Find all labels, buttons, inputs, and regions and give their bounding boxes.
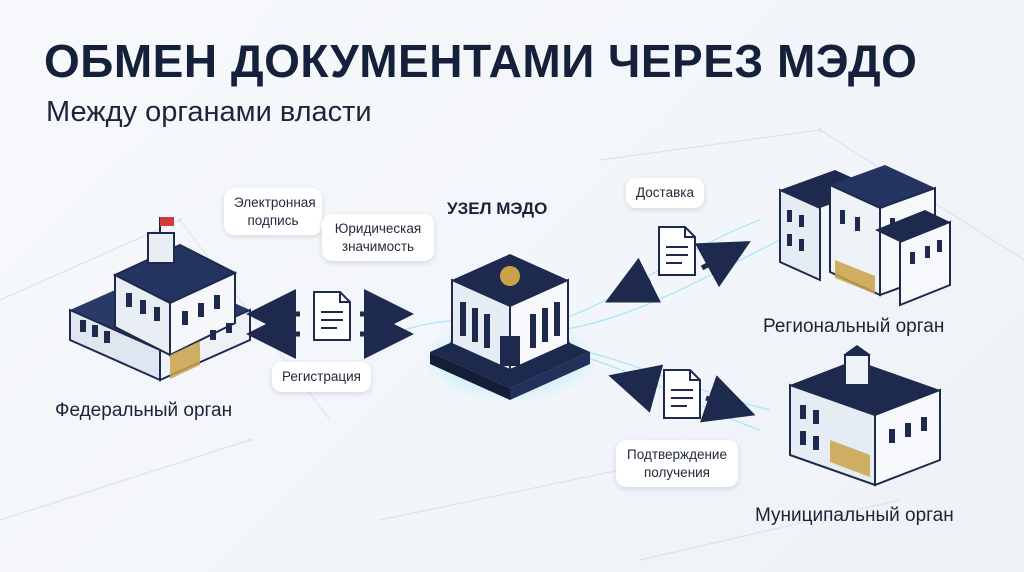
arrow-top-right-in xyxy=(605,257,661,303)
tag-legal-significance: Юридическая значимость xyxy=(322,214,434,262)
tag-registration: Регистрация xyxy=(272,362,371,392)
page-title: ОБМЕН ДОКУМЕНТАМИ ЧЕРЕЗ МЭДО xyxy=(44,35,918,87)
municipal-node-label: Муниципальный орган xyxy=(755,505,954,526)
center-node-label: УЗЕЛ МЭДО xyxy=(447,199,548,218)
tag-confirmation: Подтверждение получения xyxy=(616,440,738,488)
document-icon-left xyxy=(313,291,351,341)
regional-building-icon xyxy=(779,165,951,307)
regional-node-label: Региональный орган xyxy=(763,316,945,337)
page-subtitle: Между органами власти xyxy=(46,96,372,128)
tag-delivery: Доставка xyxy=(626,178,704,208)
federal-building-icon xyxy=(69,217,251,382)
arrow-bottom-right-out xyxy=(699,375,756,423)
document-icon-top-right xyxy=(658,226,696,276)
medo-hub-icon xyxy=(422,254,598,402)
arrow-bottom-right-in xyxy=(608,364,664,413)
arrow-top-right-out xyxy=(694,241,751,288)
federal-node-label: Федеральный орган xyxy=(55,400,233,421)
tag-signature: Электронная подпись xyxy=(224,188,322,236)
municipal-building-icon xyxy=(789,345,941,487)
